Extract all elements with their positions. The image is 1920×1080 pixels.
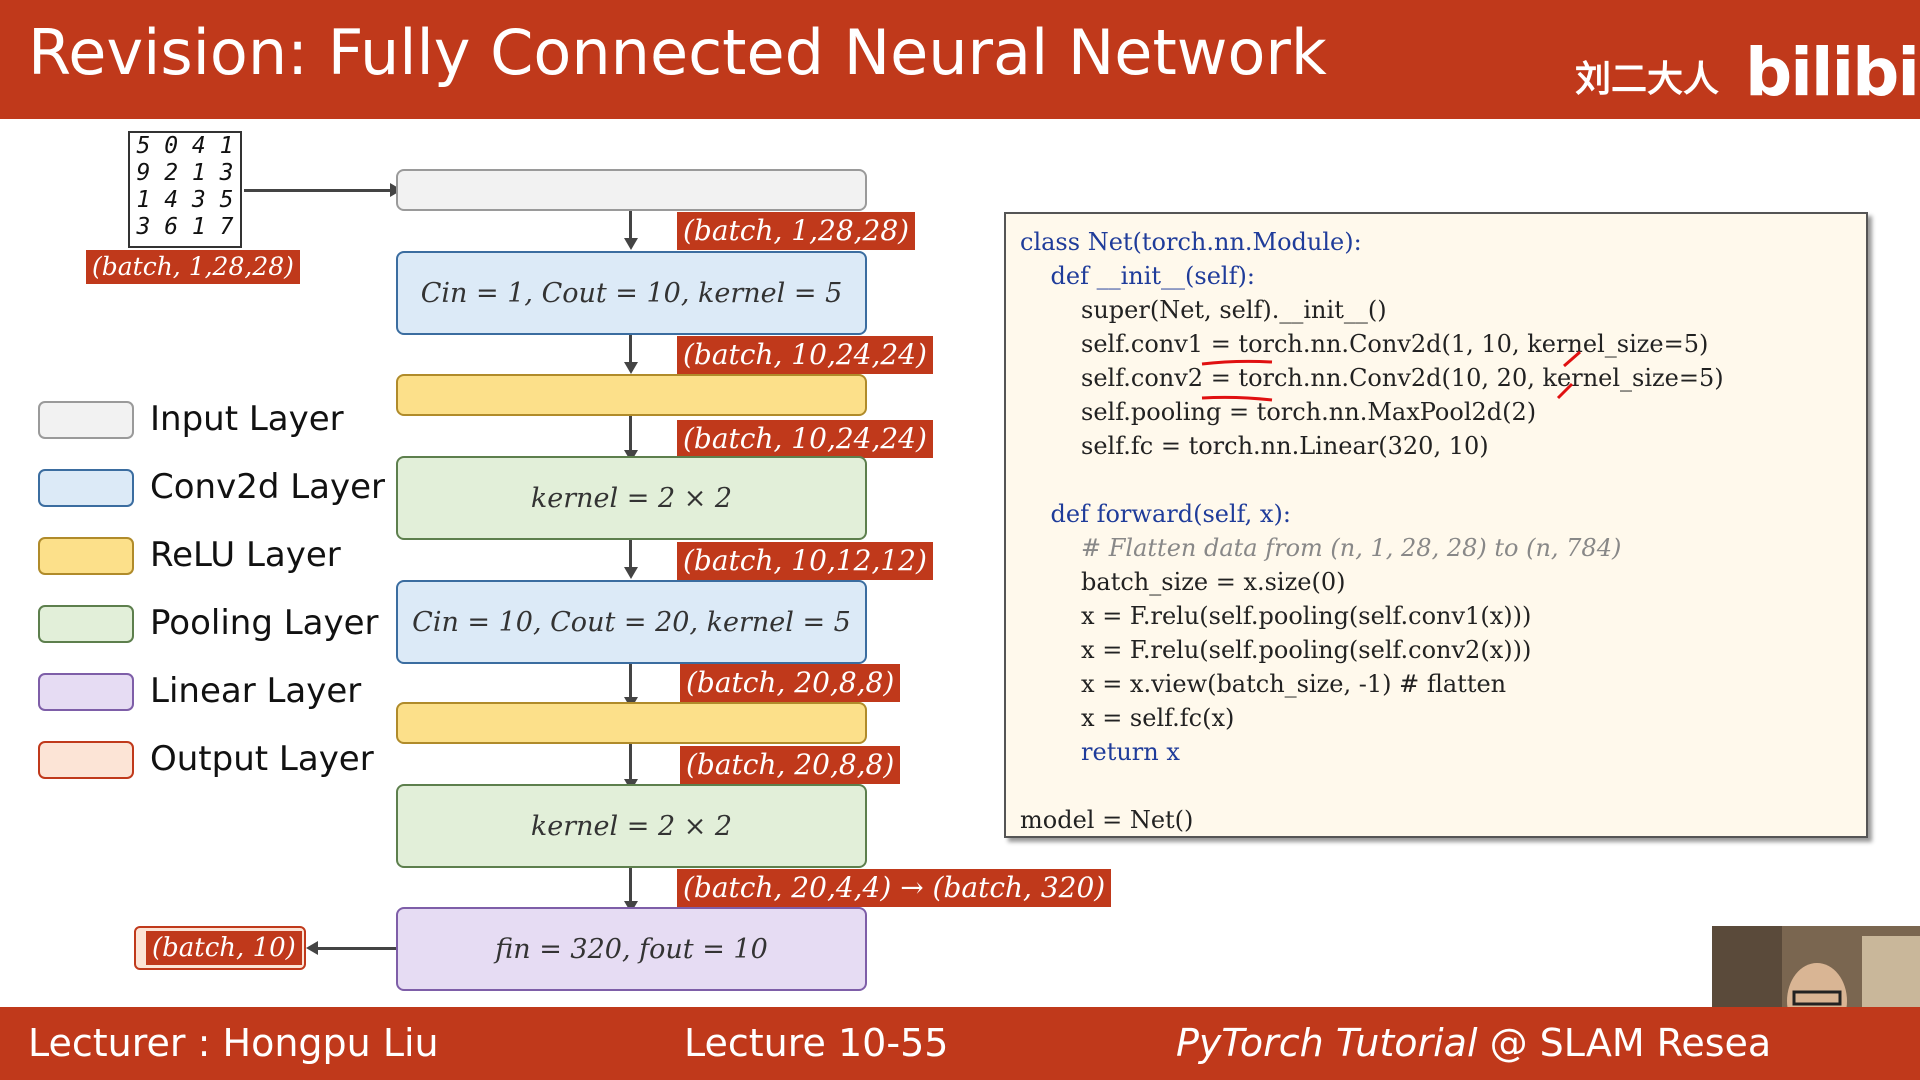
- legend-label-relu: ReLU Layer: [150, 535, 341, 575]
- arrow-down-icon: [624, 567, 638, 579]
- legend-swatch-conv2d: [38, 469, 134, 507]
- input-shape-tag: (batch, 1,28,28): [86, 250, 300, 284]
- relu2-layer: [396, 702, 867, 744]
- mnist-sample-image: 5 0 4 1 9 2 1 3 1 4 3 5 3 6 1 7: [128, 131, 242, 248]
- image-to-input-arrow-line: [244, 189, 392, 192]
- legend-swatch-input: [38, 401, 134, 439]
- conv2-layer: Cin = 10, Cout = 20, kernel = 5: [396, 580, 867, 664]
- lecturer-label: Lecturer : Hongpu Liu: [28, 1021, 439, 1065]
- pool1-layer: kernel = 2 × 2: [396, 456, 867, 540]
- pool2-layer: kernel = 2 × 2: [396, 784, 867, 868]
- legend-swatch-linear: [38, 673, 134, 711]
- linear-layer: fin = 320, fout = 10: [396, 907, 867, 991]
- flow-arrow: [629, 744, 632, 782]
- shape-tag: (batch, 1,28,28): [677, 212, 916, 250]
- code-line: self.conv1 = torch.nn.Conv2d(1, 10, kern…: [1020, 330, 1709, 358]
- code-line: return x: [1020, 738, 1180, 766]
- flow-arrow: [629, 540, 632, 570]
- legend-label-input: Input Layer: [150, 399, 344, 439]
- legend-label-pooling: Pooling Layer: [150, 603, 379, 643]
- code-line: self.pooling = torch.nn.MaxPool2d(2): [1020, 398, 1537, 426]
- series-title-italic: PyTorch Tutorial: [1176, 1021, 1478, 1065]
- arrow-left-icon: [306, 941, 318, 955]
- linear-to-output-arrow-line: [318, 947, 396, 950]
- flow-arrow: [629, 335, 632, 365]
- code-line: x = x.view(batch_size, -1) # flatten: [1020, 670, 1507, 698]
- code-line: super(Net, self).__init__(): [1020, 296, 1387, 324]
- shape-tag: (batch, 20,8,8): [680, 746, 901, 784]
- mnist-row: 5 0 4 1: [136, 133, 234, 159]
- shape-tag: (batch, 10,24,24): [677, 336, 933, 374]
- input-layer: [396, 169, 867, 211]
- flow-arrow: [629, 416, 632, 454]
- mnist-row: 9 2 1 3: [136, 160, 234, 186]
- code-line: x = F.relu(self.pooling(self.conv1(x))): [1020, 602, 1532, 630]
- code-line: batch_size = x.size(0): [1020, 568, 1346, 596]
- series-title-rest: @ SLAM Resea: [1477, 1021, 1772, 1065]
- shape-tag: (batch, 10,24,24): [677, 420, 933, 458]
- code-line: model = Net(): [1020, 806, 1194, 834]
- legend-label-linear: Linear Layer: [150, 671, 362, 711]
- legend-swatch-output: [38, 741, 134, 779]
- code-line-comment: # Flatten data from (n, 1, 28, 28) to (n…: [1020, 534, 1622, 562]
- slide-title: Revision: Fully Connected Neural Network: [28, 16, 1327, 89]
- arrow-down-icon: [624, 362, 638, 374]
- title-bar: [0, 0, 1920, 119]
- relu1-layer: [396, 374, 867, 416]
- shape-tag: (batch, 10,12,12): [677, 542, 933, 580]
- footer-bar: Lecturer : Hongpu Liu Lecture 10-55 PyTo…: [0, 1007, 1920, 1080]
- shape-tag: (batch, 20,8,8): [680, 664, 901, 702]
- code-line: x = self.fc(x): [1020, 704, 1235, 732]
- legend-label-output: Output Layer: [150, 739, 374, 779]
- flow-arrow: [629, 211, 632, 241]
- output-shape-tag: (batch, 10): [146, 931, 302, 965]
- flow-arrow: [629, 868, 632, 904]
- code-line: def __init__(self):: [1020, 262, 1255, 290]
- series-title: PyTorch Tutorial @ SLAM Resea: [1176, 1021, 1771, 1065]
- code-line: x = F.relu(self.pooling(self.conv2(x))): [1020, 636, 1532, 664]
- red-underline-annotations: [1201, 350, 1581, 402]
- legend-swatch-pooling: [38, 605, 134, 643]
- mnist-row: 3 6 1 7: [136, 214, 234, 240]
- legend-label-conv2d: Conv2d Layer: [150, 467, 386, 507]
- lecture-number: Lecture 10-55: [684, 1021, 949, 1065]
- code-line: class Net(torch.nn.Module):: [1020, 228, 1362, 256]
- code-line: self.conv2 = torch.nn.Conv2d(10, 20, ker…: [1020, 364, 1724, 392]
- conv1-layer: Cin = 1, Cout = 10, kernel = 5: [396, 251, 867, 335]
- code-line: self.fc = torch.nn.Linear(320, 10): [1020, 432, 1489, 460]
- arrow-down-icon: [624, 238, 638, 250]
- channel-name: 刘二大人: [1575, 59, 1720, 100]
- code-panel: class Net(torch.nn.Module): def __init__…: [1004, 212, 1868, 838]
- flow-arrow: [629, 664, 632, 700]
- mnist-row: 1 4 3 5: [136, 187, 234, 213]
- shape-tag: (batch, 20,4,4) → (batch, 320): [677, 869, 1112, 907]
- code-line: def forward(self, x):: [1020, 500, 1291, 528]
- bilibili-logo: bilibili: [1745, 34, 1920, 111]
- legend-swatch-relu: [38, 537, 134, 575]
